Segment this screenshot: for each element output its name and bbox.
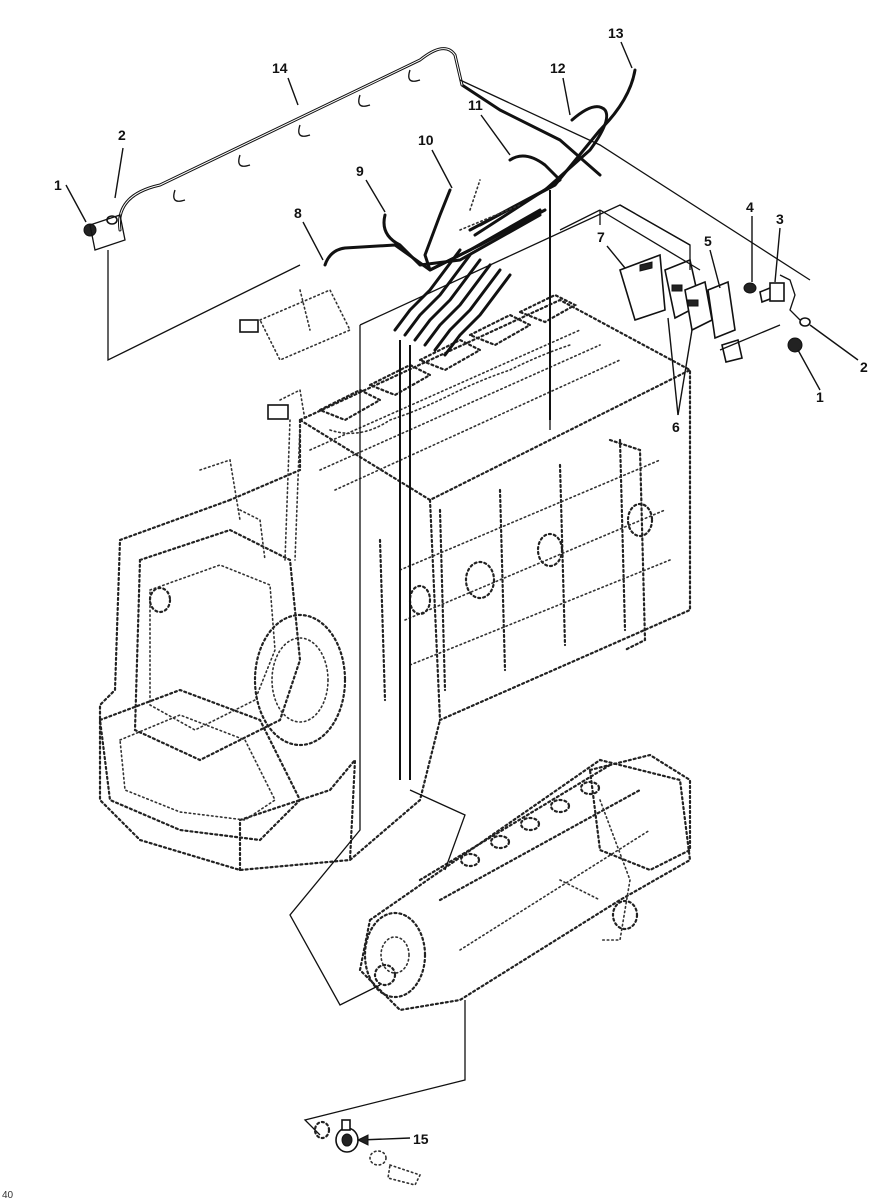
callout-2-left: 2 (118, 127, 126, 143)
callout-5: 5 (704, 233, 712, 249)
callout-11: 11 (468, 97, 483, 113)
callout-labels: 1 2 14 10 9 8 11 12 13 4 3 7 5 6 2 1 15 … (2, 25, 868, 1200)
callout-4: 4 (746, 199, 754, 215)
callout-15: 15 (413, 1131, 429, 1147)
callout-13: 13 (608, 25, 624, 41)
callout-9: 9 (356, 163, 364, 179)
clamp-hardware (83, 204, 811, 363)
callout-3: 3 (776, 211, 784, 227)
assembly-lines (107, 79, 811, 1136)
part-15-fitting (313, 1119, 422, 1186)
callout-1-left: 1 (54, 177, 62, 193)
callout-leaders (65, 41, 859, 1146)
fuel-injection-pump (358, 753, 692, 1012)
callout-8: 8 (294, 205, 302, 221)
clamp-phantom (239, 179, 521, 561)
engine-block (98, 293, 693, 872)
callout-10: 10 (418, 132, 434, 148)
callout-7: 7 (597, 229, 605, 245)
injection-lines (118, 47, 637, 780)
callout-1-right: 1 (816, 389, 824, 405)
callout-6: 6 (672, 419, 680, 435)
callout-14: 14 (272, 60, 288, 76)
figure-number: 40 (2, 1190, 14, 1200)
callout-12: 12 (550, 60, 566, 76)
callout-2-right: 2 (860, 359, 868, 375)
